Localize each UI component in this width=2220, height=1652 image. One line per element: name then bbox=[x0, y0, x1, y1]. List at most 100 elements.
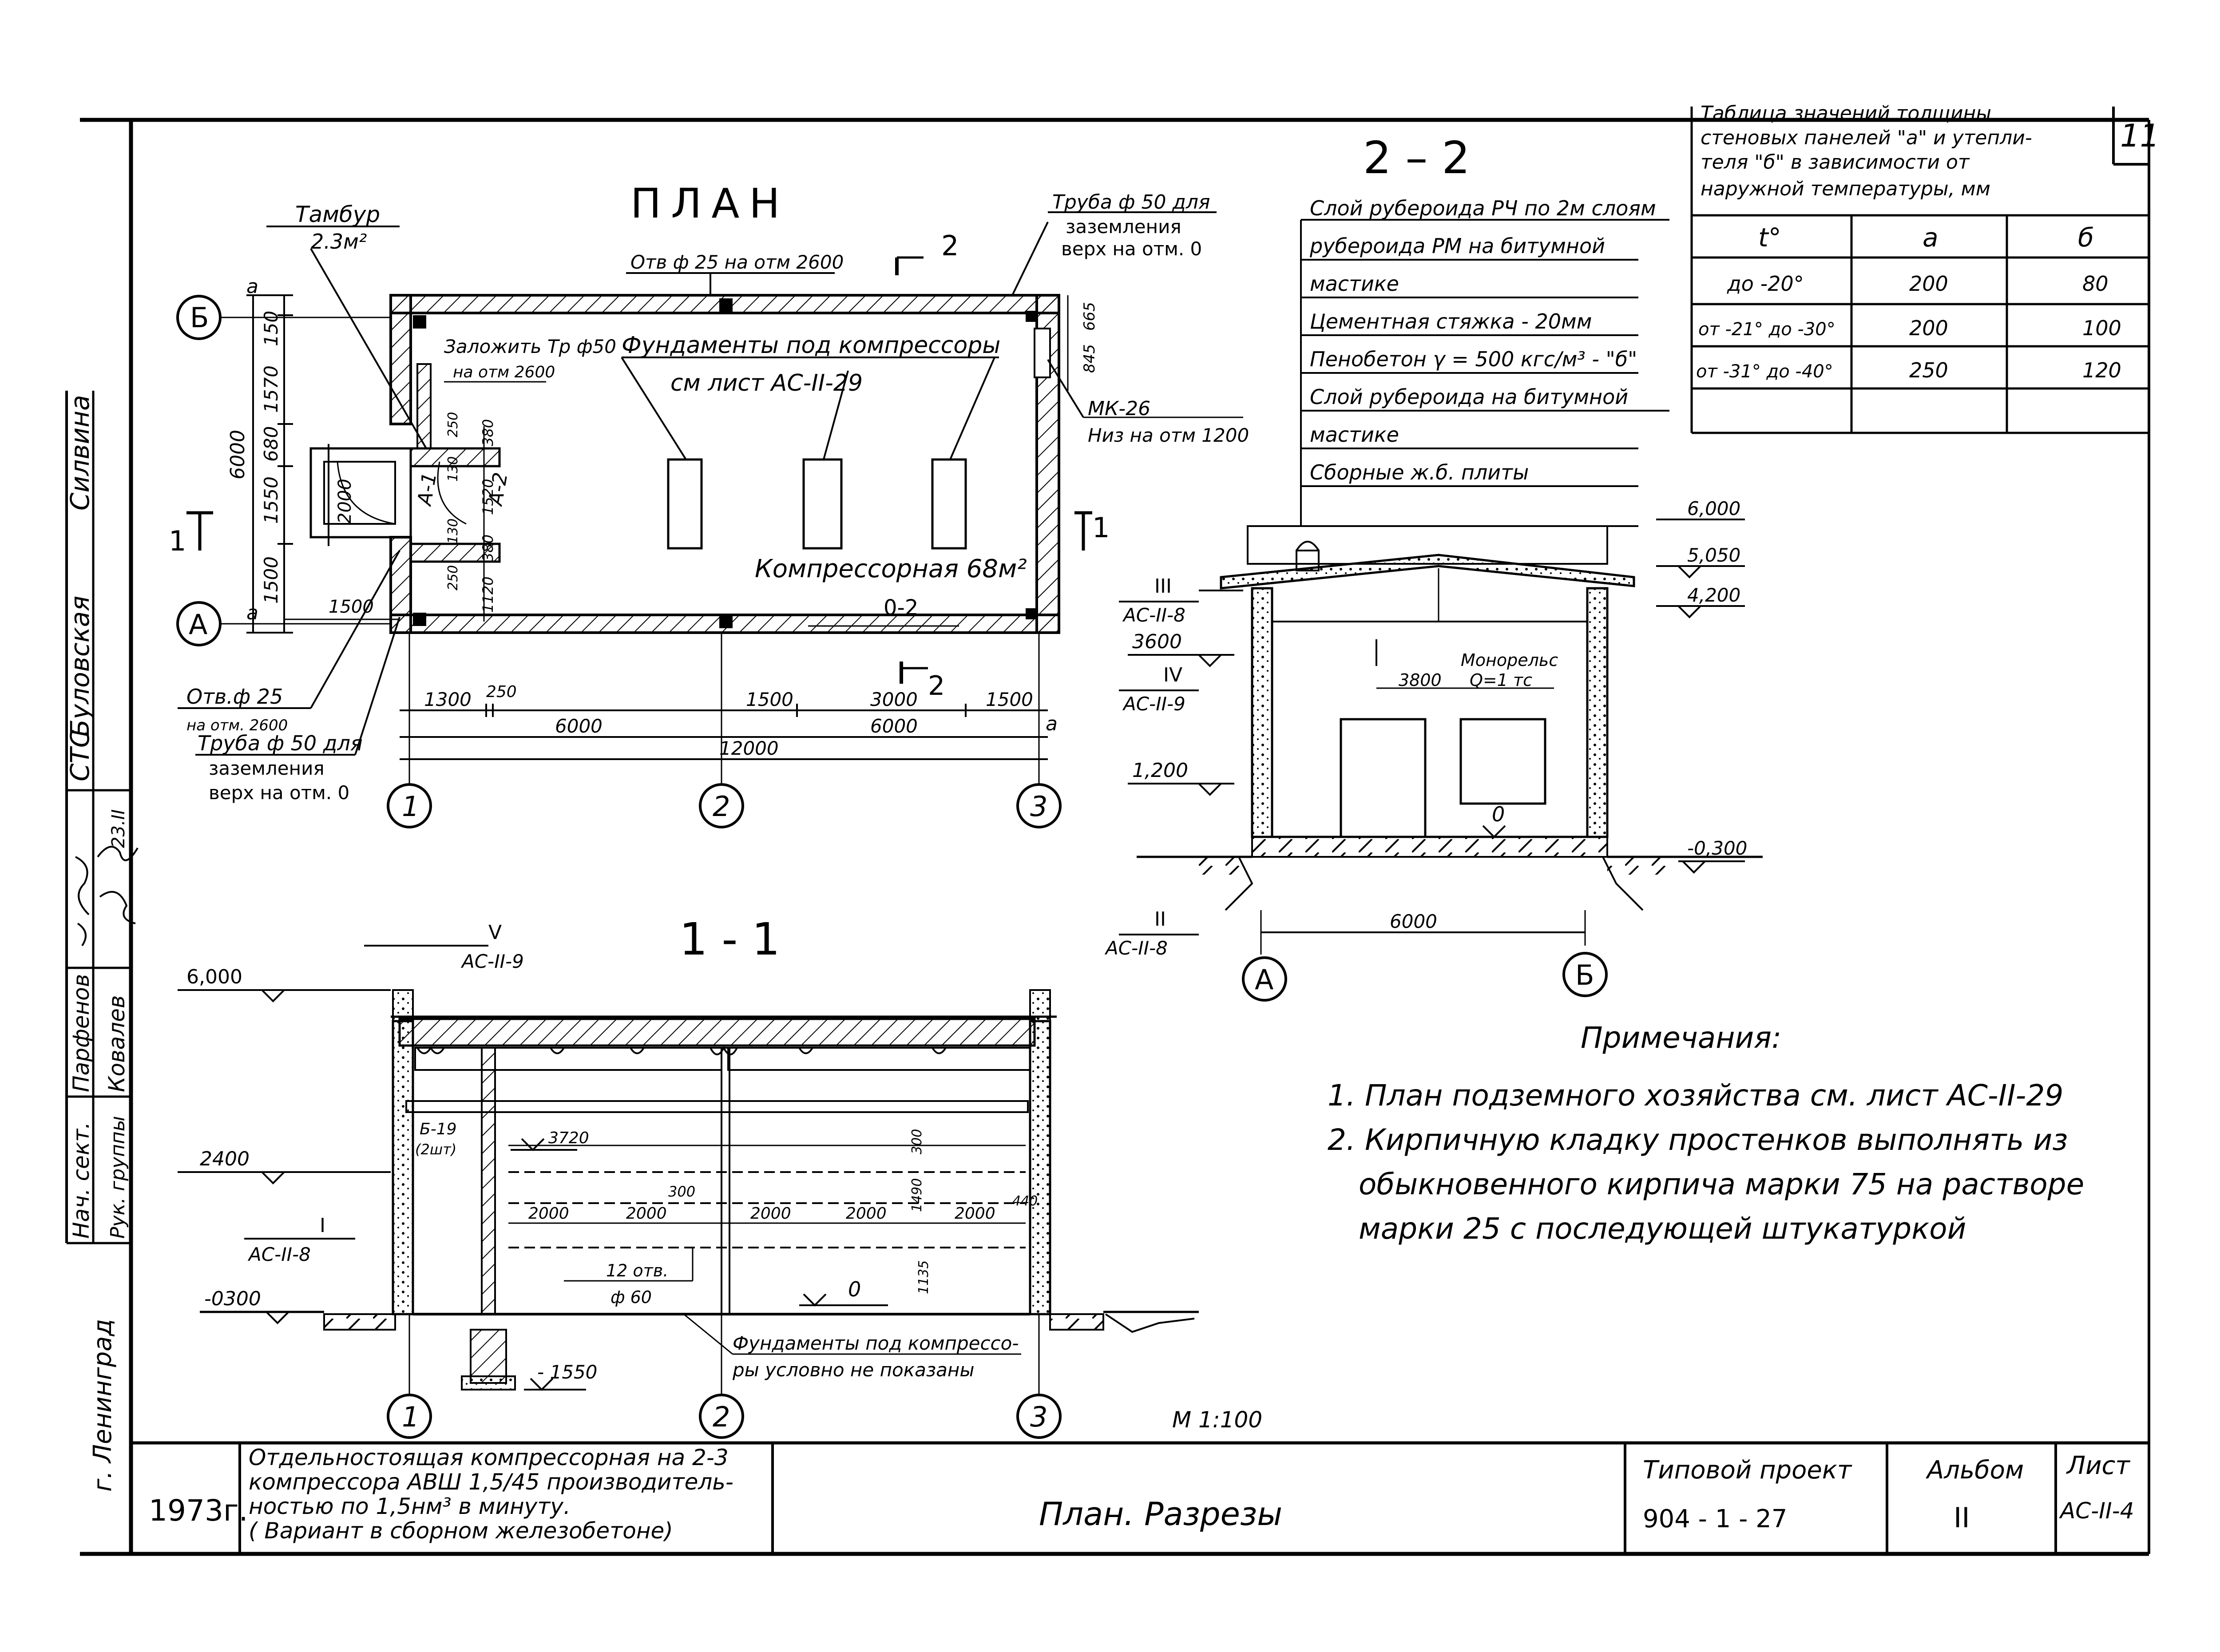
section22-title: 2 – 2 bbox=[1363, 132, 1470, 184]
section22-building bbox=[1137, 525, 1763, 911]
s11-dim-300a: 300 bbox=[668, 1183, 695, 1200]
table-r0-t: до -20° bbox=[1727, 272, 1804, 296]
axis-a-small-right: a bbox=[1046, 713, 1058, 735]
plan-axes bbox=[176, 295, 1062, 828]
tb-desc-1: компрессора АВШ 1,5/45 производитель- bbox=[249, 1469, 733, 1495]
tambur-callout: Тамбур 2.3м² bbox=[266, 202, 427, 449]
side-stamp: СТС Буловская Силвина 23.II Парфенов Ков… bbox=[65, 391, 139, 1492]
section22-levels-right bbox=[1465, 519, 1745, 874]
dim-right-0: 665 bbox=[1081, 302, 1098, 331]
signature-2 bbox=[75, 856, 90, 947]
note-item-0: 1. План подземного хозяйства см. лист АС… bbox=[1328, 1078, 2063, 1113]
note-item-3: марки 25 с последующей штукатуркой bbox=[1359, 1212, 1966, 1246]
layer-7: Сборные ж.б. плиты bbox=[1310, 460, 1529, 484]
plan-walls bbox=[389, 294, 1060, 634]
dim-inner-1: 130 bbox=[445, 456, 461, 482]
s22-level-4200: 4,200 bbox=[1687, 584, 1740, 606]
plan-title: ПЛАН bbox=[630, 180, 789, 227]
table-r1-a: 200 bbox=[1909, 316, 1948, 340]
s22-ref-iii-sheet: АС-II-8 bbox=[1122, 604, 1185, 626]
s22-level-6000: 6,000 bbox=[1687, 498, 1740, 519]
s11-level-m0300: -0300 bbox=[204, 1288, 261, 1310]
dim-bot-4: 1500 bbox=[986, 689, 1033, 710]
table-r1-t: от -21° до -30° bbox=[1698, 319, 1835, 340]
s22-ref-iv: IV bbox=[1163, 664, 1182, 686]
axis-b: Б bbox=[190, 301, 209, 334]
axis-3: 3 bbox=[1030, 790, 1047, 823]
s22-axis-b: Б bbox=[1575, 959, 1594, 991]
stamp-date: 23.II bbox=[108, 809, 129, 848]
table-sheet-num: 11 bbox=[2120, 118, 2160, 154]
compressor-foundation-1 bbox=[667, 458, 703, 550]
plan-view: ПЛАН bbox=[169, 180, 1249, 828]
tb-desc-2: ностью по 1,5нм³ в минуту. bbox=[249, 1494, 571, 1519]
s11-level-m1550: - 1550 bbox=[537, 1361, 597, 1383]
dim-inner-3: 1520 bbox=[480, 479, 496, 515]
axis-a: А bbox=[189, 608, 207, 641]
dim-left-4: 1500 bbox=[260, 556, 282, 604]
tb-project-num: 904 - 1 - 27 bbox=[1643, 1505, 1787, 1533]
s11-dim-2000-3: 2000 bbox=[846, 1204, 887, 1223]
hole-bot-2: на отм. 2600 bbox=[186, 717, 288, 734]
s22-level-5050: 5,050 bbox=[1687, 544, 1740, 566]
plan-outer-door bbox=[309, 447, 412, 539]
section-2-2: 2 – 2 Слой рубероида РЧ по 2м слоям рубе… bbox=[1104, 132, 1763, 1002]
dim-bot-6000a: 6000 bbox=[555, 715, 603, 737]
s22-ref-iv-sheet: АС-II-9 bbox=[1122, 693, 1185, 715]
s11-level-0: 0 bbox=[848, 1277, 861, 1301]
dim-inner-6: 250 bbox=[445, 565, 461, 590]
thickness-table: Таблица значений толщины стеновых панеле… bbox=[1690, 102, 2160, 434]
stamp-org-2: Буловская bbox=[65, 596, 95, 737]
mk-2: Низ на отм 1200 bbox=[1088, 424, 1249, 446]
s11-ref-i: I bbox=[320, 1214, 325, 1237]
hoist-1: Монорельс bbox=[1461, 650, 1558, 670]
pipe-bot-3: верх на отм. 0 bbox=[209, 782, 349, 804]
tb-album-num: II bbox=[1954, 1501, 1970, 1534]
s11-axis-1: 1 bbox=[402, 1401, 419, 1433]
s11-dim-300b: 300 bbox=[909, 1129, 925, 1154]
dim-6000-v: 6000 bbox=[226, 430, 249, 479]
compressor-foundation-2 bbox=[802, 458, 843, 550]
stamp-role-1: Нач. сект. bbox=[68, 1122, 94, 1239]
dim-inner-0: 250 bbox=[445, 412, 461, 437]
s11-level-6000: 6,000 bbox=[186, 966, 242, 988]
plan-left-dims bbox=[246, 294, 329, 634]
lay-pipe-1: Заложить Тр ф50 bbox=[444, 336, 616, 357]
foundation-leaders bbox=[621, 357, 999, 460]
s22-ref-ii-sheet: АС-II-8 bbox=[1104, 937, 1168, 959]
layer-4: Пенобетон γ = 500 кгс/м³ - "б" bbox=[1310, 347, 1637, 371]
dim-total: 12000 bbox=[719, 737, 779, 759]
dim-left-1: 1570 bbox=[260, 365, 282, 413]
room-label: Компрессорная 68м² bbox=[755, 555, 1027, 583]
layer-2: мастике bbox=[1310, 272, 1399, 296]
pipe-bot-1: Труба ф 50 для bbox=[198, 731, 363, 755]
table-caption-2: теля "б" в зависимости от bbox=[1701, 151, 1970, 174]
table-caption-3: наружной температуры, мм bbox=[1701, 178, 1990, 200]
dim-inner-7: 130 bbox=[445, 519, 461, 544]
scale-label: М 1:100 bbox=[1172, 1407, 1262, 1433]
layer-3: Цементная стяжка - 20мм bbox=[1310, 309, 1592, 333]
hole-top-label: Отв ф 25 на отм 2600 bbox=[630, 251, 844, 273]
title-block: 1973г. Отдельностоящая компрессорная на … bbox=[131, 1441, 2149, 1554]
dim-bot-1: 250 bbox=[486, 683, 517, 701]
dim-right-1: 845 bbox=[1081, 344, 1098, 373]
layer-1: рубероида РМ на битумной bbox=[1309, 234, 1605, 258]
door-a1: А-1 bbox=[413, 471, 441, 508]
cut-2-bottom: 2 bbox=[928, 670, 945, 701]
table-r2-t: от -31° до -40° bbox=[1696, 361, 1833, 382]
s11-dim-1490: 1490 bbox=[909, 1178, 925, 1212]
tb-desc-3: ( Вариант в сборном железобетоне) bbox=[249, 1518, 673, 1544]
section11-building bbox=[200, 989, 1199, 1391]
table-caption-0: Таблица значений толщины bbox=[1701, 102, 1991, 125]
lay-pipe-2: на отм 2600 bbox=[453, 363, 555, 381]
s11-axis-2: 2 bbox=[713, 1401, 730, 1433]
s22-dim-6000: 6000 bbox=[1390, 911, 1437, 932]
s11-level-3720: 3720 bbox=[548, 1129, 589, 1147]
notes-block: Примечания: 1. План подземного хозяйства… bbox=[1328, 1021, 2084, 1246]
tb-year: 1973г. bbox=[149, 1494, 248, 1528]
stamp-name-1: Парфенов bbox=[68, 974, 94, 1092]
dim-bot-0: 1300 bbox=[424, 689, 472, 710]
dim-left-3: 1550 bbox=[260, 476, 282, 524]
pipe-bot-2: заземления bbox=[209, 757, 325, 779]
cut-2-top: 2 bbox=[941, 230, 959, 262]
